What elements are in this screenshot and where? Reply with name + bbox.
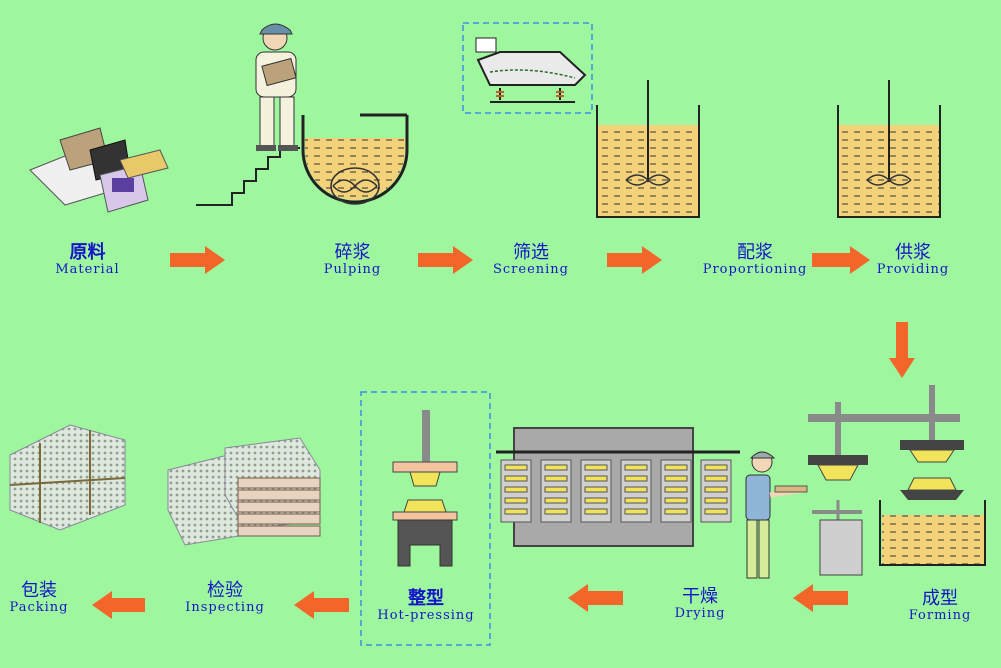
tray — [624, 486, 648, 493]
step-en: Inspecting — [185, 599, 265, 615]
tray — [664, 486, 688, 493]
step-en: Drying — [674, 605, 726, 621]
tray — [584, 486, 608, 493]
step-label-drying: 干燥 Drying — [660, 586, 740, 621]
tray — [624, 464, 648, 471]
arrow-left-icon — [568, 584, 623, 612]
tray — [544, 508, 568, 515]
step-en: Screening — [492, 261, 569, 277]
packing-bundle-illustration — [9, 424, 126, 531]
tray — [664, 508, 688, 515]
tray — [624, 497, 648, 504]
step-en: Packing — [9, 599, 69, 615]
step-label-pulping: 碎浆 Pulping — [305, 242, 400, 277]
tray — [704, 486, 728, 493]
tray — [704, 475, 728, 482]
proportioning-tank-illustration — [596, 80, 700, 218]
tray — [664, 497, 688, 504]
step-zh: 成型 — [922, 588, 958, 609]
tray — [704, 497, 728, 504]
step-label-packing: 包装 Packing — [0, 580, 78, 615]
egg-tray — [237, 489, 321, 501]
drying-line-illustration — [496, 427, 740, 547]
step-en: Forming — [908, 607, 972, 623]
step-label-screening: 筛选 Screening — [482, 242, 580, 277]
step-zh: 原料 — [69, 242, 106, 263]
tray — [624, 508, 648, 515]
inspecting-stacks-illustration — [167, 437, 321, 546]
forming-machine-illustration — [745, 385, 986, 579]
tray — [504, 508, 528, 515]
flow-arrows-top — [170, 246, 915, 378]
step-label-forming: 成型 Forming — [895, 588, 985, 623]
providing-tank-illustration — [837, 80, 941, 218]
arrow-right-icon — [812, 246, 870, 274]
step-zh: 碎浆 — [334, 242, 371, 263]
flow-arrows-bottom — [92, 584, 848, 619]
tray — [664, 464, 688, 471]
tray — [544, 464, 568, 471]
tray — [584, 497, 608, 504]
step-en: Hot-pressing — [377, 607, 475, 623]
tray — [704, 508, 728, 515]
step-en: Proportioning — [702, 261, 808, 277]
tray — [504, 464, 528, 471]
tray — [624, 475, 648, 482]
step-en: Material — [55, 261, 120, 277]
pulping-illustration — [196, 23, 409, 206]
step-zh: 整型 — [408, 588, 444, 609]
tray — [544, 486, 568, 493]
tray — [584, 475, 608, 482]
step-zh: 配浆 — [737, 242, 773, 263]
hot-press-illustration — [360, 391, 491, 646]
screening-machine-illustration — [462, 22, 593, 114]
step-en: Providing — [876, 261, 950, 277]
egg-tray — [237, 525, 321, 537]
step-label-providing: 供浆 Providing — [868, 242, 958, 277]
tray — [544, 475, 568, 482]
step-label-inspecting: 检验 Inspecting — [176, 580, 274, 615]
tray — [504, 475, 528, 482]
arrow-left-icon — [92, 591, 145, 619]
step-label-hot-pressing: 整型 Hot-pressing — [364, 588, 488, 623]
step-zh: 干燥 — [682, 586, 718, 607]
tray — [584, 508, 608, 515]
egg-tray — [237, 501, 321, 513]
arrow-left-icon — [294, 591, 349, 619]
arrow-right-icon — [607, 246, 662, 274]
step-en: Pulping — [323, 261, 382, 277]
material-pile-illustration — [29, 127, 169, 213]
step-zh: 检验 — [207, 580, 243, 601]
egg-tray — [237, 477, 321, 489]
step-zh: 筛选 — [513, 242, 549, 263]
step-zh: 供浆 — [895, 242, 931, 263]
tray — [504, 497, 528, 504]
tray — [664, 475, 688, 482]
arrow-right-icon — [418, 246, 473, 274]
arrow-right-icon — [170, 246, 225, 274]
tray — [584, 464, 608, 471]
tray — [504, 486, 528, 493]
arrow-down-icon — [889, 322, 915, 378]
arrow-left-icon — [793, 584, 848, 612]
egg-tray — [237, 513, 321, 525]
tray — [704, 464, 728, 471]
step-label-material: 原料 Material — [40, 242, 135, 277]
step-label-proportioning: 配浆 Proportioning — [690, 242, 820, 277]
tray — [544, 497, 568, 504]
step-zh: 包装 — [21, 580, 57, 601]
